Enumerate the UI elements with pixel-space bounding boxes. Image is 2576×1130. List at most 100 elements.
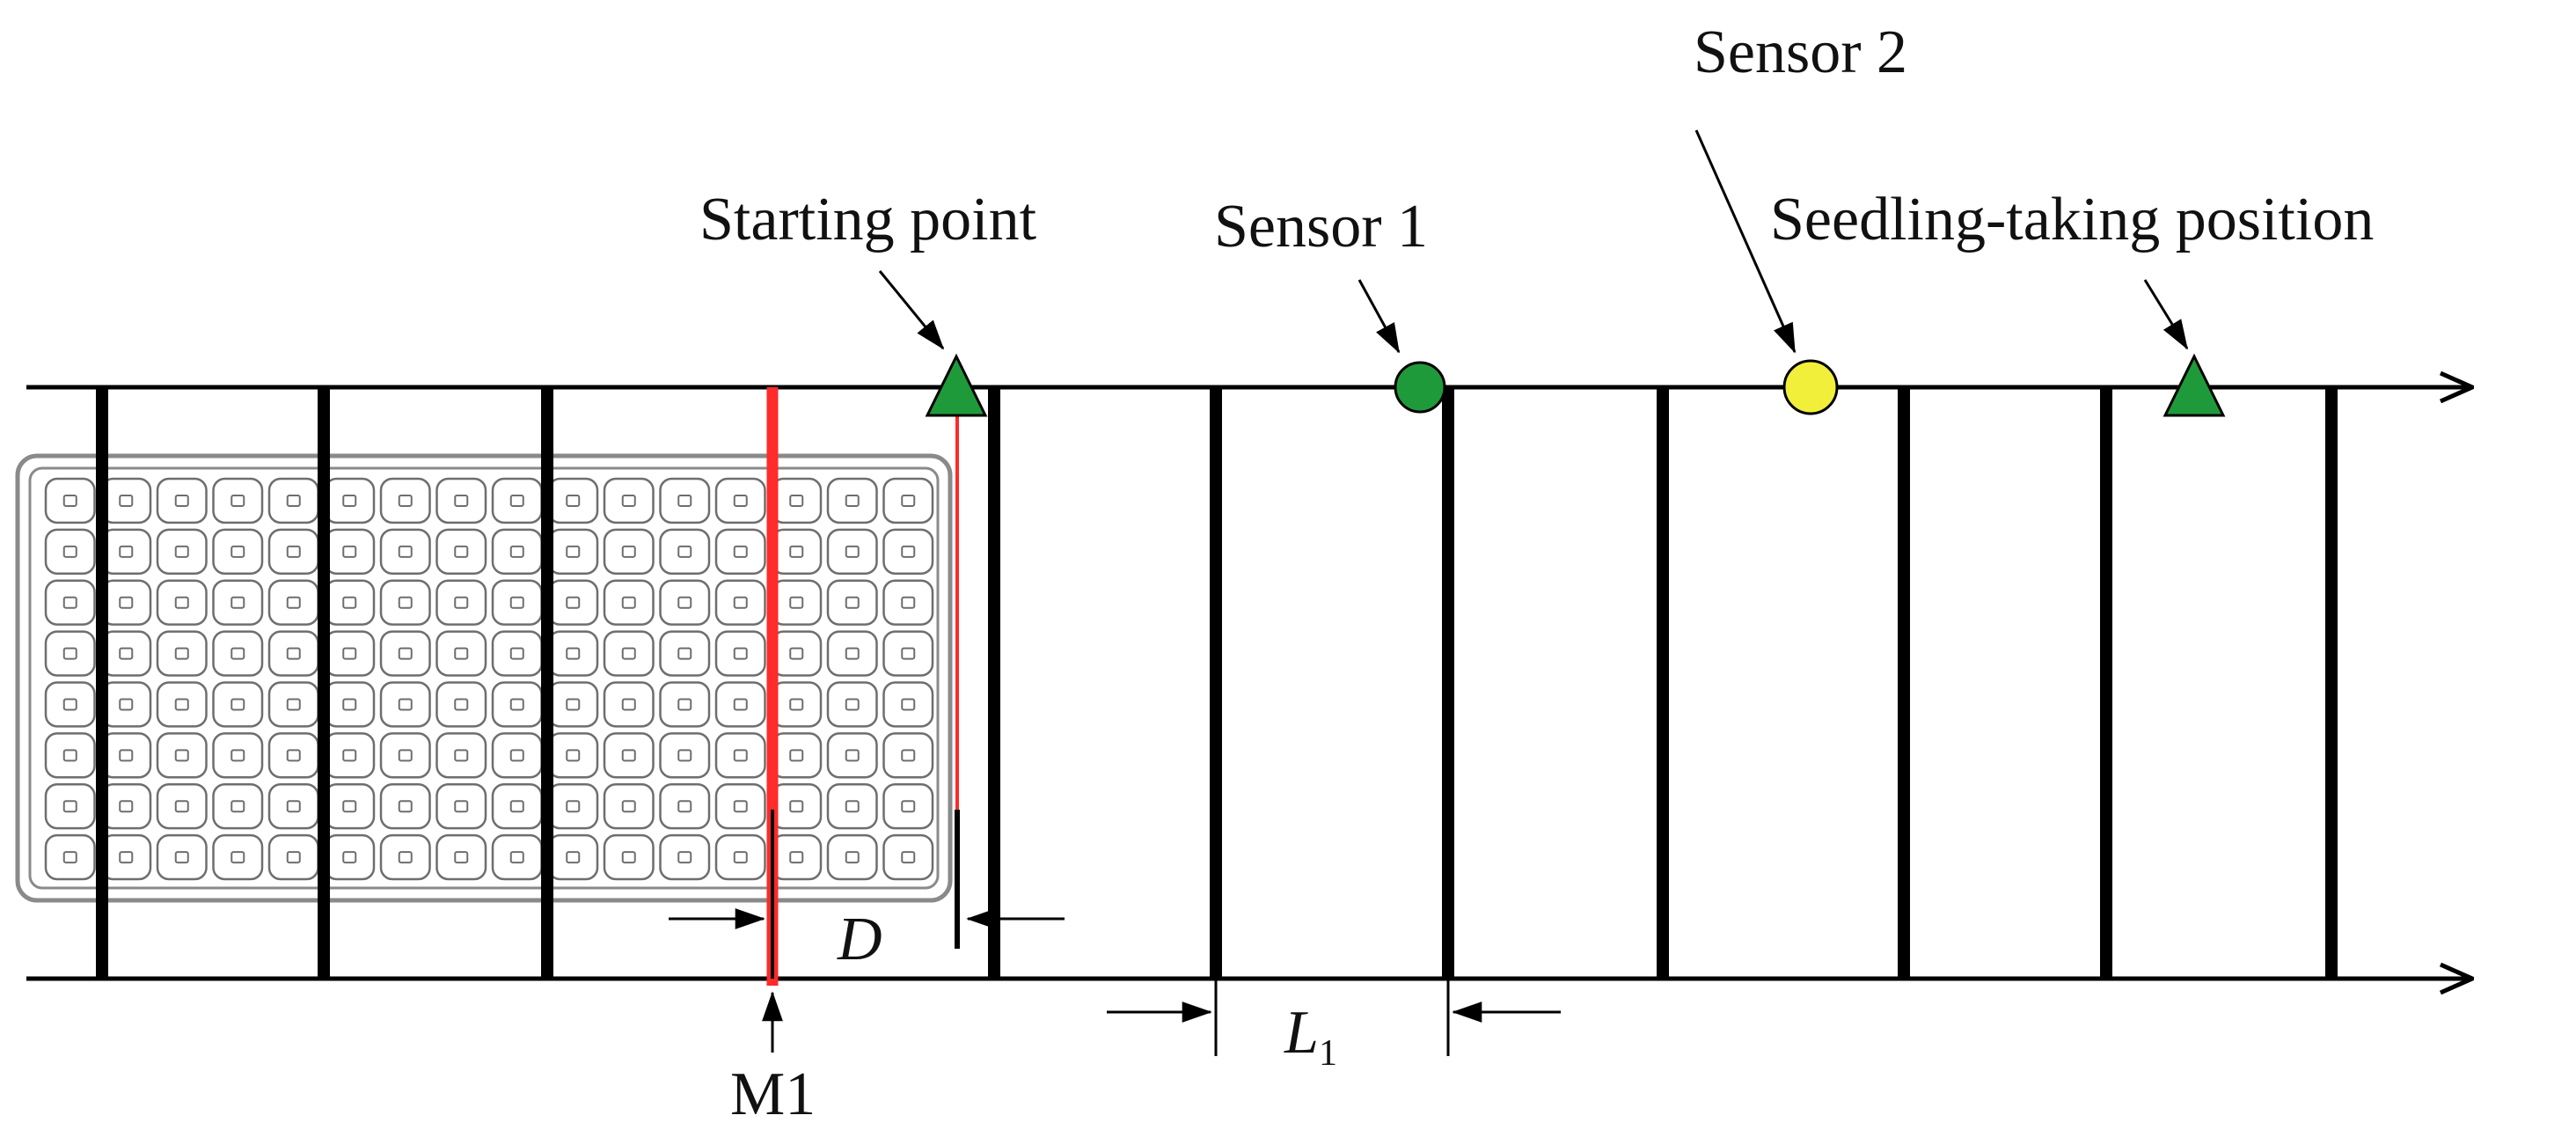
tray-cell — [324, 681, 376, 728]
tray-cell — [491, 833, 543, 881]
partition-bars — [96, 387, 2338, 979]
tray-cell — [267, 732, 319, 779]
tray-cell — [435, 681, 487, 728]
tray-cell — [603, 833, 655, 881]
tray-cell — [267, 783, 319, 830]
tray-cell-hole — [286, 494, 301, 507]
tray-cell — [100, 681, 152, 728]
tray-cell — [44, 630, 96, 677]
tray-cell-hole — [566, 596, 581, 609]
tray-cell — [435, 528, 487, 575]
tray-cell-hole — [509, 596, 524, 609]
tray-cell — [714, 528, 766, 575]
tray-cell-hole — [789, 545, 804, 558]
tray-cell — [547, 833, 599, 881]
tray-cell-hole — [454, 698, 469, 711]
tray-cell-hole — [231, 545, 245, 558]
tray-cell-hole — [566, 494, 581, 507]
tray-cell-hole — [621, 647, 636, 660]
tray-cell-hole — [62, 596, 77, 609]
tray-cell — [491, 579, 543, 626]
tray-cell-hole — [845, 800, 860, 813]
tray-cell — [714, 681, 766, 728]
tray-cell-hole — [62, 800, 77, 813]
tray-cell — [603, 477, 655, 525]
tray-cell-hole — [733, 698, 748, 711]
tray-cell — [379, 477, 431, 525]
tray-cell — [826, 681, 878, 728]
tray-cell — [882, 477, 934, 525]
tray-cell — [435, 579, 487, 626]
tray-cell — [547, 630, 599, 677]
tray-cell — [156, 477, 208, 525]
l1-label: L1 — [1284, 999, 1337, 1074]
tray-cell-hole — [342, 494, 357, 507]
tray-cell-hole — [901, 749, 916, 762]
tray-cell-hole — [119, 494, 134, 507]
tray-cell — [826, 579, 878, 626]
tray-cell — [267, 681, 319, 728]
tray-cell-hole — [509, 851, 524, 864]
tray-cell — [491, 732, 543, 779]
tray-cell-hole — [119, 851, 134, 864]
tray-cell-hole — [119, 545, 134, 558]
tray-cell — [267, 477, 319, 525]
tray-cell — [156, 579, 208, 626]
tray-cell — [379, 528, 431, 575]
tray-cell — [435, 477, 487, 525]
tray-cell — [659, 528, 711, 575]
tray-cell — [156, 783, 208, 830]
tray-cell-hole — [901, 698, 916, 711]
tray-cell — [714, 833, 766, 881]
tray-cell — [882, 833, 934, 881]
tray-cell — [659, 833, 711, 881]
tray-cell-hole — [174, 698, 189, 711]
tray-cell — [435, 833, 487, 881]
tray-cell — [771, 732, 823, 779]
tray-cell — [156, 681, 208, 728]
tray-cell-hole — [901, 494, 916, 507]
tray-cell — [491, 681, 543, 728]
tray-cell — [771, 630, 823, 677]
l1-subscript: 1 — [1319, 1033, 1337, 1074]
tray-cell-hole — [733, 596, 748, 609]
seedling-tray — [15, 453, 953, 903]
tray-cell — [100, 630, 152, 677]
tray-cell — [212, 783, 264, 830]
tray-cell — [659, 630, 711, 677]
tray-cell-hole — [174, 800, 189, 813]
tray-cell-hole — [398, 596, 413, 609]
tray-cell-hole — [62, 494, 77, 507]
tray-cell-hole — [845, 596, 860, 609]
tray-cell-hole — [901, 851, 916, 864]
tray-cell — [267, 833, 319, 881]
tray-cell — [156, 833, 208, 881]
tray-cell — [659, 732, 711, 779]
tray-cell-hole — [454, 749, 469, 762]
tray-cell-hole — [789, 749, 804, 762]
tray-cell — [603, 783, 655, 830]
tray-cell — [547, 477, 599, 525]
tray-cell — [826, 833, 878, 881]
sensor-1-circle-icon — [1394, 361, 1446, 414]
tray-cell-hole — [621, 698, 636, 711]
tray-cell-hole — [901, 800, 916, 813]
tray-cell — [771, 477, 823, 525]
tray-cell-hole — [174, 494, 189, 507]
tray-cell-hole — [342, 647, 357, 660]
tray-cell-hole — [509, 545, 524, 558]
tray-cell-hole — [845, 851, 860, 864]
starting-point-triangle-icon — [925, 353, 988, 417]
tray-cell-hole — [454, 647, 469, 660]
tray-cell-hole — [733, 545, 748, 558]
tray-cell — [156, 630, 208, 677]
tray-cell-hole — [566, 800, 581, 813]
tray-cell-hole — [789, 800, 804, 813]
tray-cell — [156, 528, 208, 575]
tray-cell — [603, 579, 655, 626]
tray-cell — [882, 732, 934, 779]
tray-cell-hole — [62, 698, 77, 711]
tray-cell-hole — [677, 647, 692, 660]
tray-cell-hole — [174, 851, 189, 864]
